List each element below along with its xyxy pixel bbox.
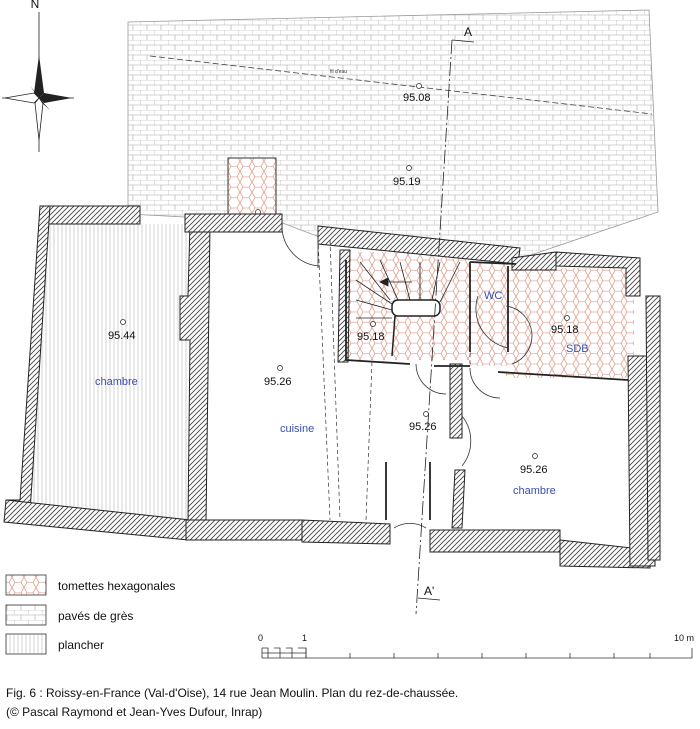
caption-line-2: (© Pascal Raymond et Jean-Yves Dufour, I…: [6, 705, 262, 719]
room-cuisine: cuisine: [280, 423, 314, 435]
scale-start: 0: [258, 633, 263, 643]
section-start-label: A: [464, 25, 472, 39]
legend-swatch-plank: [5, 633, 47, 655]
elev-yard-upper: 95.08: [403, 92, 431, 104]
caption-line-1: Fig. 6 : Roissy-en-France (Val-d'Oise), …: [6, 686, 458, 700]
sdb-hex-floor: [506, 268, 634, 378]
eaves-label: fil d'eau: [330, 69, 347, 75]
scale-end: 10 m: [674, 633, 694, 643]
room-wc: WC: [484, 290, 502, 302]
courtyard-hex-patch: [227, 157, 277, 217]
dashed-outlines: [317, 237, 471, 521]
scale-mid: 1: [302, 633, 307, 643]
room-sdb: SDB: [566, 343, 589, 355]
elev-sdb: 95.18: [551, 324, 579, 336]
section-end-label: A': [424, 584, 434, 598]
eaves-line: [149, 55, 653, 115]
legend-swatch-hex: [5, 574, 47, 596]
elev-cuisine: 95.26: [264, 376, 292, 388]
legend-label-hex: tomettes hexagonales: [58, 579, 175, 593]
elev-corridor: 95.26: [409, 421, 437, 433]
section-line: A A': [415, 25, 475, 615]
north-arrow: N: [2, 0, 74, 152]
north-label: N: [31, 0, 40, 11]
elev-chambre-west: 95.44: [108, 330, 136, 342]
legend-swatch-pavers: [5, 604, 47, 626]
door-swings: [281, 225, 533, 529]
legend-label-plank: plancher: [58, 638, 104, 652]
room-chambre-west: chambre: [95, 376, 138, 388]
room-chambre-east: chambre: [513, 485, 556, 497]
walls: [3, 205, 661, 569]
elev-yard-lower: 95.19: [393, 176, 421, 188]
legend-label-pavers: pavés de grès: [58, 609, 133, 623]
elev-chambre-east: 95.26: [520, 464, 548, 476]
scale-bar: [261, 647, 693, 659]
elev-stair: 95.18: [357, 331, 385, 343]
staircase: [355, 259, 461, 357]
chambre-west-floor: [20, 224, 196, 522]
elevation-markers: [120, 83, 570, 459]
legend: tomettes hexagonales pavés de grès planc…: [5, 574, 175, 655]
